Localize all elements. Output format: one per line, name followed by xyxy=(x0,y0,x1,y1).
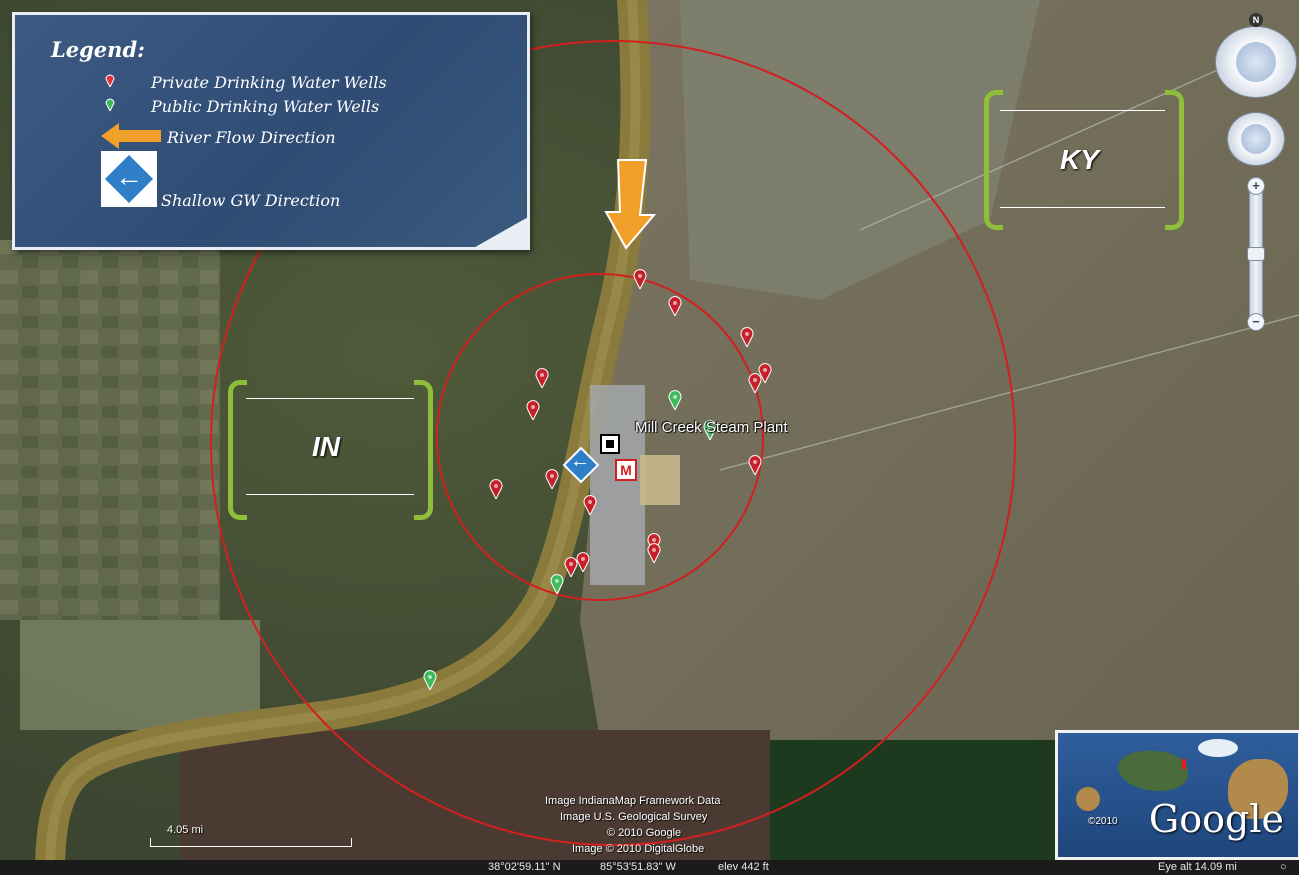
private-well-pin-icon[interactable] xyxy=(633,269,647,294)
legend-page-fold xyxy=(470,216,530,250)
groundwater-arrow-glyph: ← xyxy=(570,450,590,472)
legend-label-public-wells: Public Drinking Water Wells xyxy=(151,97,380,116)
legend-title: Legend: xyxy=(51,37,145,62)
move-hand-icon[interactable] xyxy=(1241,124,1271,154)
plant-m-marker[interactable]: M xyxy=(615,459,637,481)
public-well-pin-icon[interactable] xyxy=(703,420,717,445)
zoom-out-button[interactable]: − xyxy=(1247,313,1265,331)
google-copyright-year: ©2010 xyxy=(1088,816,1118,827)
inset-land-sa xyxy=(1076,787,1100,811)
eye-icon[interactable] xyxy=(1236,42,1276,82)
ky-rule-bottom xyxy=(1000,207,1165,208)
public-well-pin-icon[interactable] xyxy=(550,574,564,599)
private-well-pin-icon[interactable] xyxy=(535,368,549,393)
inset-land-africa xyxy=(1228,759,1288,819)
blue-diamond-arrow-icon: ← xyxy=(101,151,157,207)
private-well-pin-icon[interactable] xyxy=(748,373,762,398)
google-logo: Google xyxy=(1148,797,1284,841)
status-latitude: 38°02'59.11" N xyxy=(488,861,561,873)
public-well-pin-icon[interactable] xyxy=(423,670,437,695)
state-label-in: IN xyxy=(312,431,340,462)
legend-label-private-wells: Private Drinking Water Wells xyxy=(151,73,387,92)
private-well-pin-icon[interactable] xyxy=(564,557,578,582)
private-well-pin-icon[interactable] xyxy=(647,543,661,568)
legend-label-shallow-gw: Shallow GW Direction xyxy=(161,191,341,210)
scale-label: 4.05 mi xyxy=(167,824,204,836)
zoom-slider-thumb[interactable] xyxy=(1247,247,1265,261)
green-pin-icon xyxy=(105,97,115,116)
private-well-pin-icon[interactable] xyxy=(740,327,754,352)
ky-bracket-right xyxy=(1165,90,1184,230)
private-well-pin-icon[interactable] xyxy=(526,400,540,425)
move-control[interactable] xyxy=(1227,112,1285,166)
overview-inset-map[interactable]: ©2010 Google xyxy=(1055,730,1299,860)
inner-buffer-ring xyxy=(436,273,764,601)
orange-arrow-icon xyxy=(101,123,161,154)
attribution-line-3: © 2010 Google xyxy=(607,827,682,839)
inset-location-marker xyxy=(1182,759,1186,769)
private-well-pin-icon[interactable] xyxy=(583,495,597,520)
private-well-pin-icon[interactable] xyxy=(489,479,503,504)
status-eye-altitude: Eye alt 14.09 mi xyxy=(1158,861,1237,873)
river-flow-arrow-icon xyxy=(604,159,657,250)
ky-bracket-left xyxy=(984,90,1003,230)
status-longitude: 85°53'51.83" W xyxy=(600,861,676,873)
private-well-pin-icon[interactable] xyxy=(545,469,559,494)
red-pin-icon xyxy=(105,73,115,92)
plant-target-icon[interactable] xyxy=(600,434,620,454)
plant-marker-label: M xyxy=(620,462,632,478)
legend-panel: Legend: Private Drinking Water Wells Pub… xyxy=(12,12,530,250)
in-rule-bottom xyxy=(246,494,414,495)
inset-clouds xyxy=(1198,739,1238,757)
attribution-line-1: Image IndianaMap Framework Data xyxy=(545,795,721,807)
public-well-pin-icon[interactable] xyxy=(668,390,682,415)
private-well-pin-icon[interactable] xyxy=(758,363,772,388)
private-well-pin-icon[interactable] xyxy=(748,455,762,480)
look-control[interactable] xyxy=(1215,26,1297,98)
attribution-line-4: Image © 2010 DigitalGlobe xyxy=(572,843,705,855)
attribution-line-2: Image U.S. Geological Survey xyxy=(560,811,708,823)
ky-rule-top xyxy=(1000,110,1165,111)
status-bar: 38°02'59.11" N 85°53'51.83" W elev 442 f… xyxy=(0,860,1299,875)
status-search-icon[interactable]: ○ xyxy=(1280,861,1287,873)
private-well-pin-icon[interactable] xyxy=(668,296,682,321)
scale-bar xyxy=(150,838,352,847)
private-well-pin-icon[interactable] xyxy=(576,552,590,577)
in-rule-top xyxy=(246,398,414,399)
zoom-in-button[interactable]: + xyxy=(1247,177,1265,195)
outer-buffer-ring xyxy=(210,40,1016,846)
status-elevation: elev 442 ft xyxy=(718,861,769,873)
in-bracket-left xyxy=(228,380,247,520)
north-indicator[interactable]: N xyxy=(1249,13,1263,27)
inset-land-na xyxy=(1118,751,1188,791)
plant-label: Mill Creek Steam Plant xyxy=(635,419,788,436)
state-label-ky: KY xyxy=(1060,144,1099,175)
in-bracket-right xyxy=(414,380,433,520)
legend-label-river-flow: River Flow Direction xyxy=(167,128,336,147)
